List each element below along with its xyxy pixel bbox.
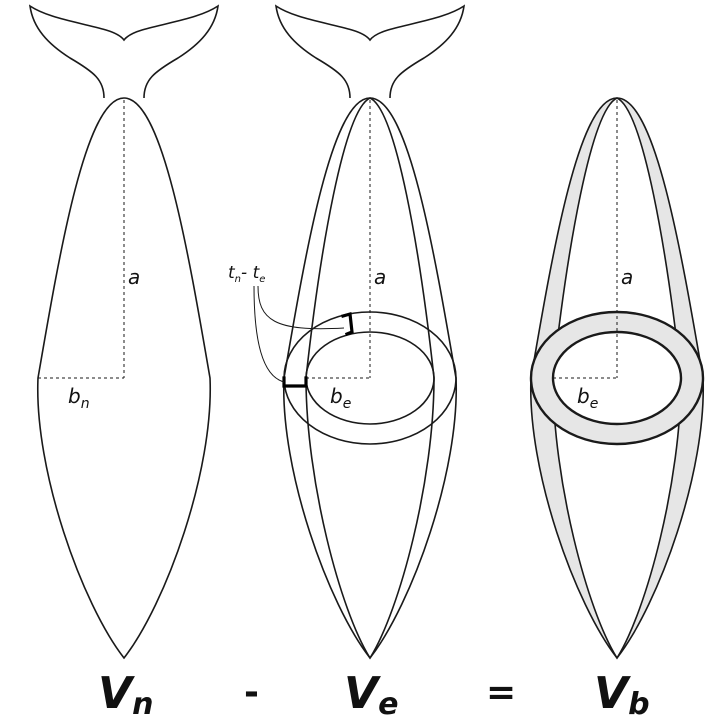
- leader-line-side: [253, 285, 285, 383]
- label-b-n: bn: [68, 384, 90, 412]
- thickness-bracket-top: [341, 311, 354, 337]
- label-a: a: [621, 265, 633, 289]
- label-a: a: [374, 265, 386, 289]
- symbol-v-n: Vn: [98, 668, 153, 722]
- label-a: a: [128, 265, 140, 289]
- panel-natural-volume: a bn: [28, 4, 220, 660]
- operator-minus: -: [244, 672, 259, 713]
- label-b-e: be: [577, 384, 598, 412]
- equation-row: Vn - Ve = Vb: [98, 668, 650, 722]
- panel-emptied-volume: tn- te a be: [228, 4, 466, 660]
- symbol-v-e: Ve: [344, 668, 398, 722]
- symbol-v-b: Vb: [594, 668, 650, 722]
- inner-body-outline: [552, 97, 682, 660]
- operator-equals: =: [486, 672, 516, 713]
- inner-body-outline: [305, 97, 435, 660]
- panel-blubber-volume: a be: [529, 97, 705, 660]
- label-thickness-difference: tn- te: [228, 263, 265, 285]
- leader-line-top: [257, 285, 345, 330]
- tail-fluke: [274, 4, 466, 99]
- tail-fluke: [28, 4, 220, 99]
- label-b-e: be: [330, 384, 351, 412]
